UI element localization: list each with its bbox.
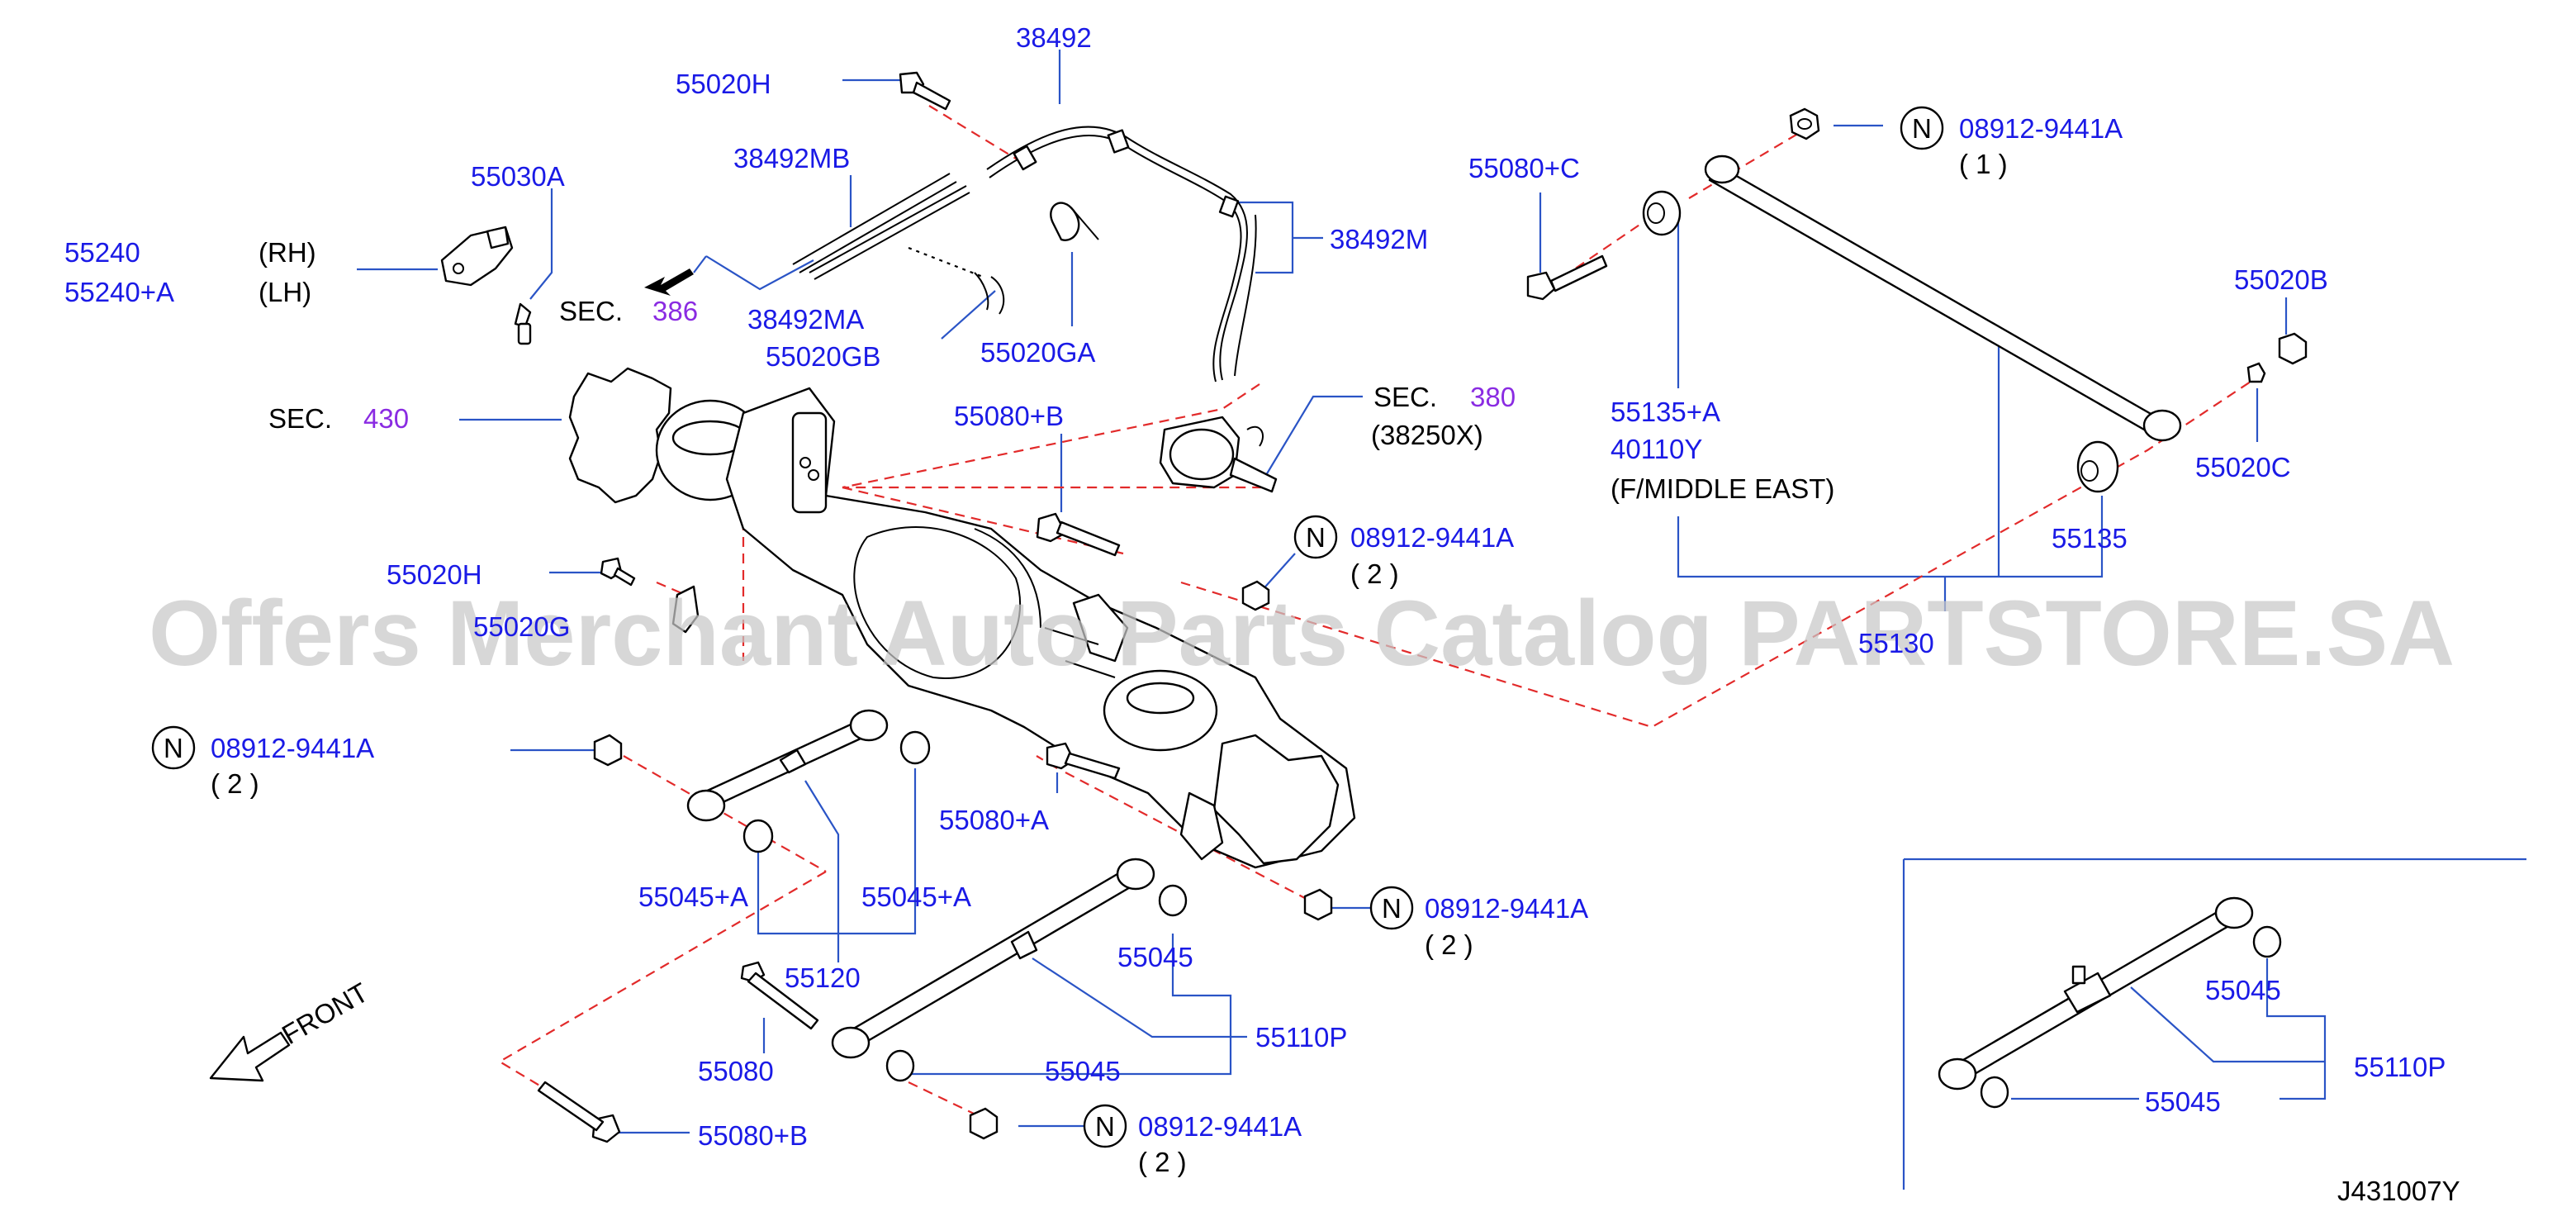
lower-link-55110P (831, 858, 1188, 1082)
breather-hose (792, 126, 1278, 493)
bolts (537, 71, 1608, 1143)
sec430-prefix: SEC. (268, 403, 332, 434)
nut-right (1303, 888, 1333, 921)
nut-left (593, 734, 623, 767)
front-arrow (209, 1031, 291, 1082)
nut-bottom (969, 1107, 999, 1140)
sec380-prefix: SEC. (1373, 382, 1437, 412)
leader-lines (357, 50, 2526, 1190)
label-55080B-mid: 55080+B (954, 401, 1064, 431)
label-38492: 38492 (1016, 22, 1092, 53)
nut-symbol-bottom: N (1095, 1111, 1115, 1142)
nut-symbol-right: N (1382, 893, 1402, 924)
label-55080A: 55080+A (939, 805, 1049, 835)
rear-axle-assembly (568, 367, 1356, 869)
label-lh: (LH) (259, 277, 311, 307)
bracket-55240 (440, 226, 532, 345)
label-55020C: 55020C (2195, 452, 2291, 482)
label-55045A-2: 55045+A (861, 881, 971, 912)
nut-55020B (2278, 332, 2308, 365)
label-55080C: 55080+C (1468, 153, 1580, 183)
sec380-sub: (38250X) (1371, 420, 1483, 450)
label-55240A: 55240+A (64, 277, 174, 307)
label-inset-55045-bottom: 55045 (2145, 1086, 2221, 1117)
label-55020B: 55020B (2234, 264, 2328, 295)
diagram-id: J431007Y (2337, 1176, 2460, 1206)
label-55120: 55120 (785, 962, 861, 993)
label-55080: 55080 (698, 1056, 774, 1086)
sec386-prefix: SEC. (559, 296, 623, 326)
sec430-number: 430 (363, 403, 409, 434)
bolt-55080C (1526, 271, 1556, 301)
label-rh: (RH) (259, 237, 316, 268)
label-55045A-1: 55045+A (638, 881, 748, 912)
sec380-number: 380 (1470, 382, 1516, 412)
label-55020H-mid: 55020H (387, 559, 482, 590)
differential-housing (568, 367, 672, 504)
label-08912-bottom: 08912-9441A (1138, 1111, 1302, 1142)
qty-right: ( 2 ) (1425, 929, 1473, 960)
sec386-number: 386 (652, 296, 698, 326)
label-fmiddle-east: (F/MIDDLE EAST) (1611, 473, 1834, 504)
label-55130: 55130 (1858, 628, 1934, 658)
label-08912-mid: 08912-9441A (1350, 522, 1514, 553)
qty-mid: ( 2 ) (1350, 558, 1399, 589)
nut-top (1789, 107, 1820, 140)
nut-symbol-left: N (164, 733, 183, 763)
label-55020GA: 55020GA (980, 337, 1095, 368)
label-55110P: 55110P (1255, 1022, 1347, 1053)
label-55135A: 55135+A (1611, 397, 1720, 427)
label-55020G: 55020G (473, 611, 570, 642)
label-55020H-top: 55020H (676, 69, 771, 99)
label-55045-low: 55045 (1045, 1056, 1121, 1086)
nut-symbol-mid: N (1306, 522, 1326, 553)
label-55080B-bottom: 55080+B (698, 1120, 808, 1151)
sec386-arrow (644, 255, 707, 296)
label-55030A: 55030A (471, 161, 565, 192)
label-38492M: 38492M (1330, 224, 1428, 254)
qty-left: ( 2 ) (211, 768, 259, 799)
nuts (593, 107, 2308, 1140)
front-label: FRONT (277, 977, 373, 1050)
upper-link-55120 (686, 709, 931, 853)
label-55240: 55240 (64, 237, 140, 268)
lateral-rod-55130 (1642, 154, 2182, 493)
label-38492MA: 38492MA (747, 304, 864, 335)
watermark-text: Offers Merchant Auto Parts Catalog PARTS… (149, 582, 2455, 685)
part-labels: 38492 55020H 55030A 38492MB 55240 55240+… (64, 22, 2460, 1206)
label-inset-55045-top: 55045 (2205, 975, 2281, 1005)
inset-lower-link (1938, 896, 2282, 1109)
label-55135: 55135 (2052, 523, 2128, 554)
label-55020GB: 55020GB (766, 341, 880, 372)
label-08912-left: 08912-9441A (211, 733, 374, 763)
label-08912-right: 08912-9441A (1425, 893, 1588, 924)
nut-mid (1241, 580, 1270, 611)
label-38492MB: 38492MB (733, 143, 850, 173)
qty-top: ( 1 ) (1959, 149, 2008, 179)
label-08912-top: 08912-9441A (1959, 113, 2123, 144)
qty-bottom: ( 2 ) (1138, 1147, 1187, 1177)
nut-symbols: N N N N N (151, 106, 1944, 1148)
washer-55020C (2246, 362, 2266, 383)
nut-symbol-top: N (1912, 113, 1932, 144)
label-40110Y: 40110Y (1611, 434, 1702, 464)
label-55045-mid: 55045 (1117, 942, 1193, 972)
label-inset-55110P: 55110P (2354, 1052, 2446, 1082)
